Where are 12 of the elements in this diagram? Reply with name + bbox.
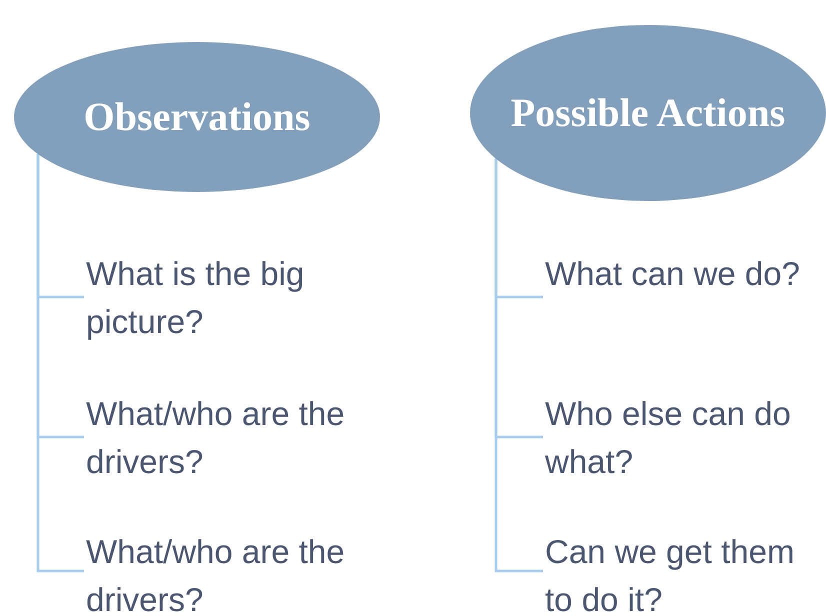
connector-line	[494, 158, 543, 572]
question-text: What/who are the drivers?	[86, 532, 346, 616]
heading-ellipse	[470, 25, 826, 201]
heading-text: Observations	[84, 93, 310, 141]
question-text: What/who are the drivers?	[86, 394, 346, 482]
question-text: What can we do?	[545, 254, 801, 294]
heading-ellipse	[14, 42, 380, 192]
connector-line	[36, 154, 84, 572]
question-text: Who else can do what?	[545, 394, 792, 482]
question-text: Can we get them to do it?	[545, 532, 796, 616]
question-text: What is the big picture?	[86, 254, 306, 342]
heading-text: Possible Actions	[510, 89, 786, 137]
